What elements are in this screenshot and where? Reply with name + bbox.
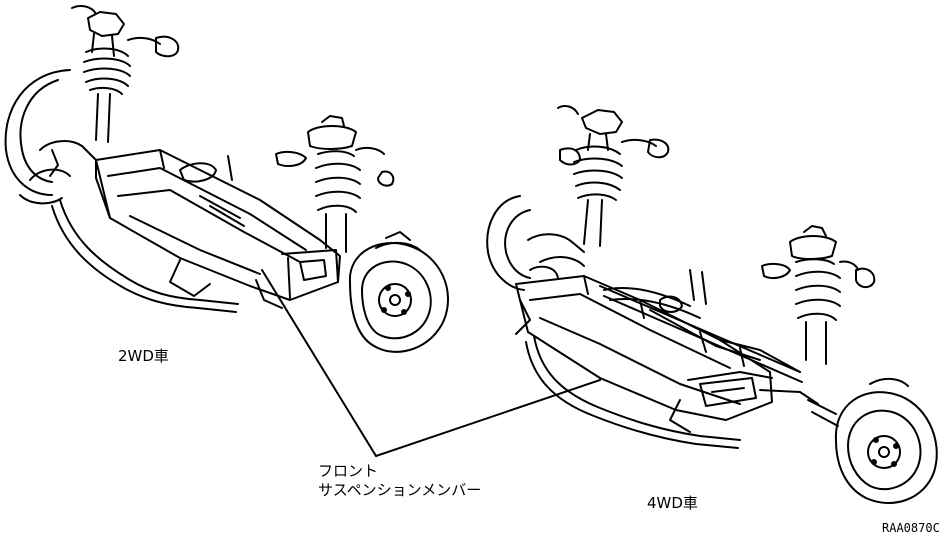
- right-strut-2wd: [275, 115, 395, 253]
- leader-line-4wd: [375, 379, 601, 457]
- leader-lines: [261, 269, 601, 457]
- left-strut-2wd: [71, 5, 180, 143]
- label-4wd: 4WD車: [647, 494, 698, 512]
- assembly-4wd: [486, 105, 938, 504]
- assembly-2wd: [4, 5, 449, 353]
- left-rotor-2wd: [4, 69, 71, 196]
- crossmember-2wd: [95, 149, 341, 309]
- left-knuckle-4wd: [515, 233, 585, 335]
- leader-line-2wd: [261, 269, 377, 457]
- left-knuckle-2wd: [19, 140, 97, 205]
- right-strut-4wd: [761, 225, 876, 365]
- right-rotor-4wd: [807, 378, 938, 504]
- figure-code: RAA0870C: [882, 521, 940, 535]
- label-part-line1: フロント: [318, 462, 379, 480]
- steering-rack-4wd: [599, 269, 803, 383]
- crossmember-4wd: [515, 265, 819, 433]
- label-2wd: 2WD車: [118, 347, 169, 365]
- right-rotor-2wd: [348, 231, 449, 353]
- left-strut-4wd: [557, 105, 670, 247]
- stabilizer-bar-2wd: [59, 199, 239, 305]
- stabilizer-bar-4wd: [533, 335, 741, 441]
- label-part-line2: サスペンションメンバー: [318, 481, 482, 499]
- left-rotor-4wd: [486, 195, 531, 291]
